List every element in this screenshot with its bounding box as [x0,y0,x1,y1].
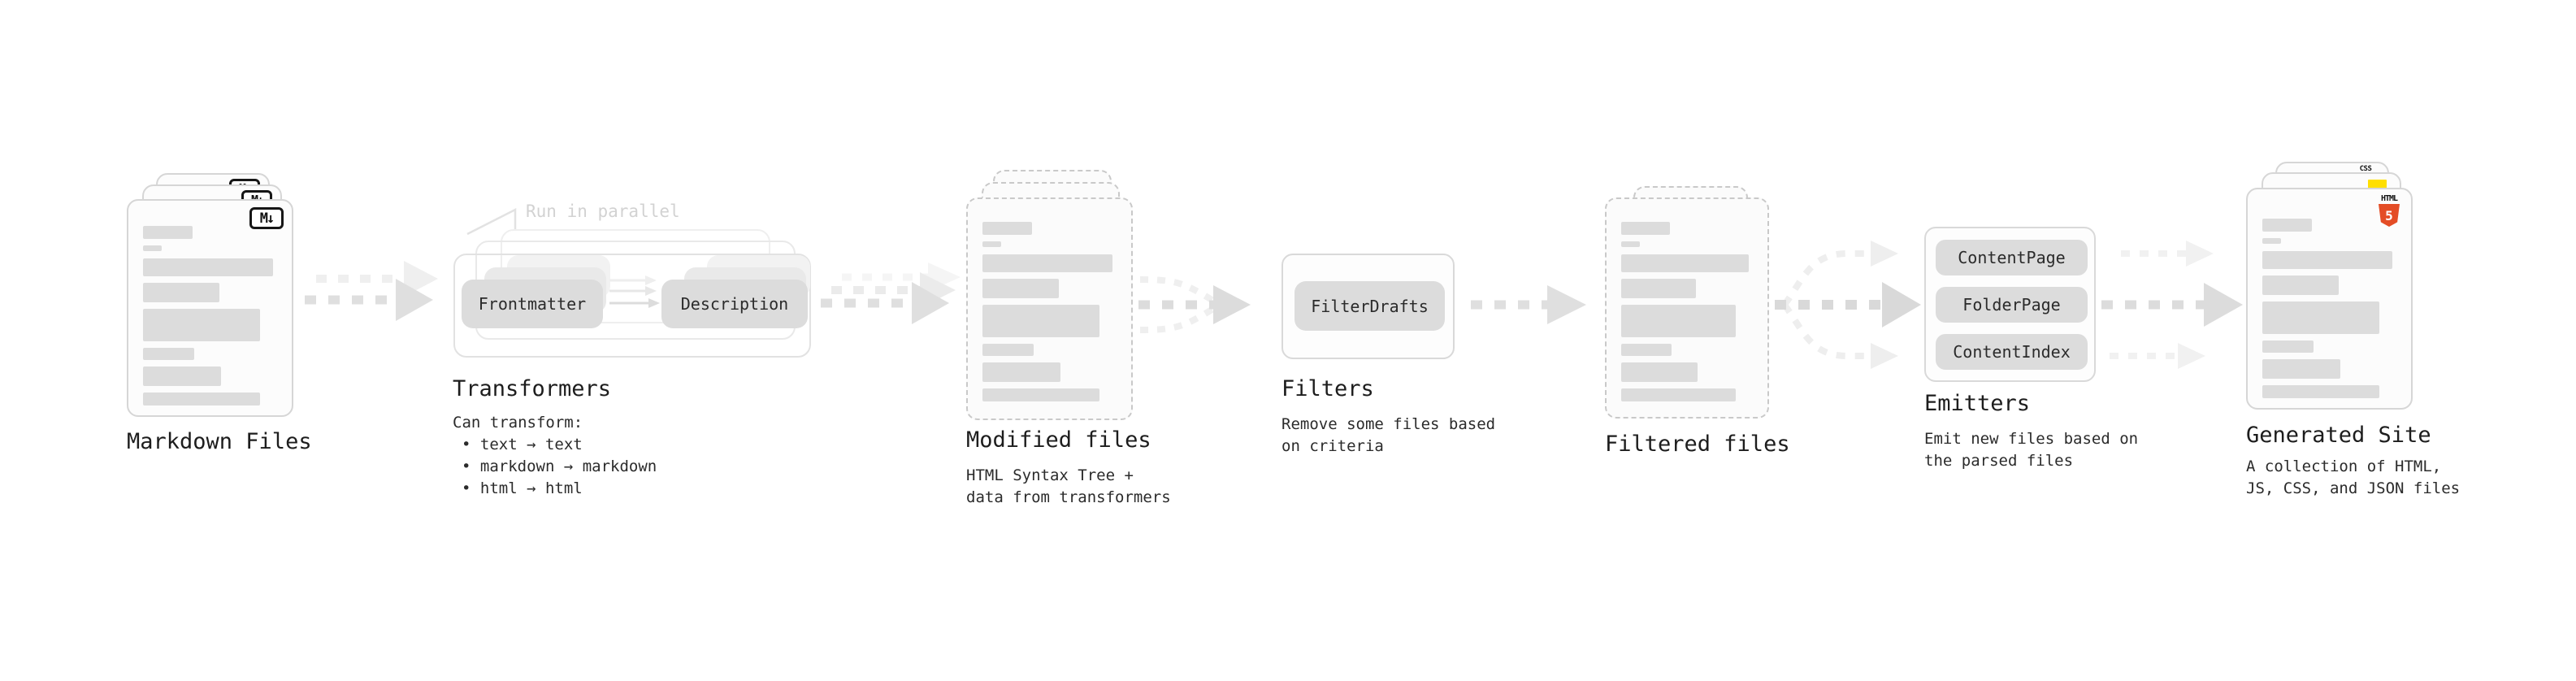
filters-label: Filters [1281,376,1374,401]
filtered-files-label: Filtered files [1605,432,1790,457]
flow-arrow-transformers-to-modified [821,262,961,324]
doc-card-front [1605,197,1769,419]
emitters-label: Emitters [1924,391,2031,416]
filtered-files-stack [1605,186,1769,422]
modified-files-desc: HTML Syntax Tree + data from transformer… [966,466,1171,506]
filters-desc: Remove some files based on criteria [1281,415,1496,455]
contentpage-pill: ContentPage [1936,240,2088,275]
transformers-label: Transformers [453,376,612,401]
leader-line [466,207,517,236]
js-icon [2368,180,2387,189]
modified-files-stack [966,170,1133,420]
doc-card-front: HTML 5 [2246,188,2413,410]
markdown-icon: M↓ [249,207,284,229]
transform-bullet: • markdown → markdown [462,458,657,475]
doc-placeholder-bars [2262,219,2396,398]
markdown-files-label: Markdown Files [127,429,312,454]
flow-arrow-filtered-to-emitters [1775,241,1921,369]
doc-card-front: M↓ [127,199,293,417]
description-pill: Description [661,280,808,328]
transform-bullet: • text → text [462,436,583,453]
transform-bullet: • html → html [462,479,583,497]
html5-icon: HTML 5 [2377,194,2401,227]
generated-site-desc: A collection of HTML, JS, CSS, and JSON … [2246,458,2461,497]
generated-site-label: Generated Site [2246,423,2431,448]
transform-arrows-icon [609,275,660,308]
modified-files-label: Modified files [966,427,1151,453]
generated-site-stack: CSS HTML 5 [2246,162,2413,410]
transformers-desc-title: Can transform: [453,414,583,432]
filters-box: FilterDrafts [1281,254,1455,359]
doc-placeholder-bars [143,226,277,406]
doc-placeholder-bars [1621,222,1753,401]
flow-arrow-filters-to-filtered [1471,285,1586,324]
contentindex-pill: ContentIndex [1936,334,2088,370]
flow-arrow-markdown-to-transformers [305,261,438,321]
doc-placeholder-bars [982,222,1117,401]
filterdrafts-pill: FilterDrafts [1295,281,1445,331]
run-in-parallel-note: Run in parallel [526,202,680,221]
transformers-bullet-list: • text → text • markdown → markdown • ht… [462,434,657,500]
flow-arrow-emitters-to-site [2101,241,2243,369]
emitters-box: ContentPage FolderPage ContentIndex [1924,227,2096,382]
frontmatter-pill: Frontmatter [462,280,603,328]
markdown-files-stack: M↓ M↓ M↓ [127,171,294,417]
flow-arrow-modified-to-filters [1138,276,1251,333]
doc-card-front [966,197,1133,420]
folderpage-pill: FolderPage [1936,287,2088,323]
parallel-box-front [453,254,811,358]
emitters-desc: Emit new files based on the parsed files [1924,430,2139,470]
transformers-group: Run in parallel Frontmatter Description [442,192,813,371]
